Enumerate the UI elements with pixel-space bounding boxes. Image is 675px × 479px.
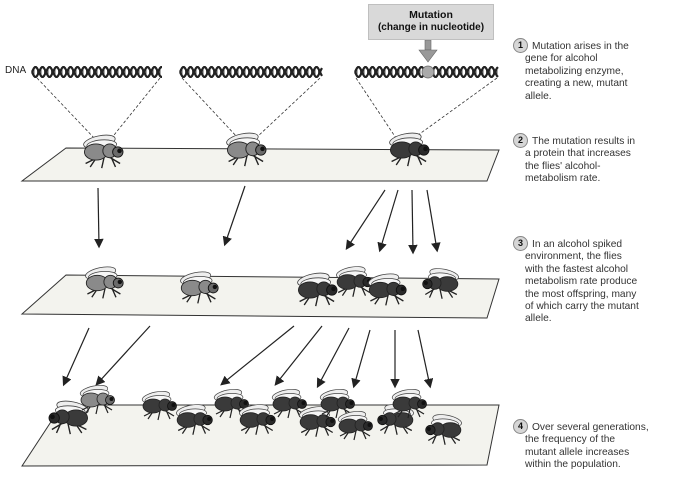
arrow xyxy=(95,325,151,386)
arrow xyxy=(417,329,434,389)
step-line: metabolism rate. xyxy=(525,173,601,185)
fly-mutant xyxy=(297,272,338,307)
step-number: 4 xyxy=(513,419,528,434)
step-line: metabolism rate produce xyxy=(525,276,638,288)
step-line: within the population. xyxy=(525,459,621,471)
dna-helix xyxy=(179,66,323,78)
step-line: allele. xyxy=(525,90,552,102)
arrow xyxy=(345,189,386,251)
step-number: 3 xyxy=(513,236,528,251)
dna-helix xyxy=(31,66,162,78)
step-line: a protein that increases xyxy=(525,148,631,160)
fly-mutant xyxy=(213,388,249,419)
mutation-subtitle: (change in nucleotide) xyxy=(377,22,485,33)
step-4: 4 Over several generations, the frequency… xyxy=(513,419,673,472)
fly-mutant xyxy=(271,388,307,419)
mutation-arrow xyxy=(418,39,438,63)
step-number: 1 xyxy=(513,38,528,53)
arrow xyxy=(351,329,371,389)
step-3: 3 In an alcohol spiked environment, the f… xyxy=(513,236,673,326)
fly-mutant xyxy=(337,410,373,441)
step-line: In an alcohol spiked xyxy=(532,239,623,250)
arrow xyxy=(274,325,323,386)
fly-mutant xyxy=(422,268,459,299)
step-2: 2 The mutation results in a protein that … xyxy=(513,133,673,186)
arrow xyxy=(62,327,90,387)
step-line: the most offspring, many xyxy=(525,288,637,300)
step-line: with the fastest alcohol xyxy=(525,263,629,275)
zoom-lines xyxy=(36,77,498,141)
step-line: gene for alcohol xyxy=(525,53,598,65)
dna-strands xyxy=(31,65,499,79)
fly-mutant xyxy=(425,414,462,445)
dna-label: DNA xyxy=(5,65,27,76)
step-line: Over several generations, xyxy=(532,422,649,433)
step-line: creating a new, mutant xyxy=(525,78,628,90)
fly-mutant xyxy=(239,404,276,435)
fly-normal xyxy=(85,266,124,299)
fly-mutant xyxy=(336,266,373,297)
fly-mutant xyxy=(368,273,407,306)
fly-normal xyxy=(180,271,219,304)
step-number: 2 xyxy=(513,133,528,148)
fly-normal xyxy=(83,134,124,169)
step-line: the frequency of the xyxy=(525,434,616,446)
fly-mutant xyxy=(389,132,430,167)
fly-mutant xyxy=(319,388,355,419)
arrow xyxy=(94,187,104,249)
flies xyxy=(48,132,462,445)
dna-helix xyxy=(354,65,499,79)
arrow xyxy=(222,185,246,247)
fly-mutant xyxy=(391,388,427,419)
arrow xyxy=(426,189,441,253)
step-line: Mutation arises in the xyxy=(532,41,629,52)
arrow xyxy=(408,189,418,255)
step-line: allele. xyxy=(525,313,552,325)
fly-mutant xyxy=(176,404,213,435)
step-line: the flies' alcohol- xyxy=(525,160,601,172)
step-line: metabolizing enzyme, xyxy=(525,65,624,77)
mutation-label-box: Mutation (change in nucleotide) xyxy=(368,4,494,40)
arrows xyxy=(62,185,441,389)
fly-normal xyxy=(79,384,115,415)
step-line: mutant allele increases xyxy=(525,446,630,458)
step-line: of which carry the mutant xyxy=(525,301,639,313)
fly-mutant xyxy=(48,400,89,435)
fly-normal xyxy=(226,132,267,167)
step-1: 1 Mutation arises in the gene for alcohol… xyxy=(513,38,673,103)
platform-top xyxy=(20,147,500,182)
step-line: The mutation results in xyxy=(532,136,636,147)
arrow xyxy=(377,189,399,253)
arrow xyxy=(316,327,350,389)
arrow xyxy=(220,325,295,386)
fly-mutant xyxy=(141,390,177,421)
step-line: environment, the flies xyxy=(525,251,622,263)
mutation-title: Mutation xyxy=(409,9,453,21)
